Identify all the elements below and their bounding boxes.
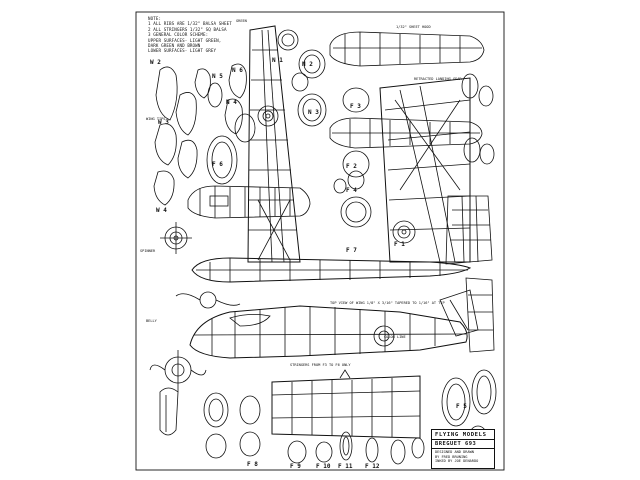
label-note-center: TOP VIEW OF WING 1/8" X 3/16" TAPERED TO… (330, 301, 445, 305)
label-color-line: COLOR LINE (384, 335, 406, 339)
magazine-title: FLYING MODELS (432, 430, 494, 440)
label-f12: F 12 (365, 463, 380, 470)
notes-line: UPPER SURFACES- LIGHT GREEN, (148, 37, 222, 43)
label-n2: N 2 (302, 61, 313, 68)
label-n6: N 6 (232, 67, 243, 74)
label-note-fuse: STRINGERS FROM F3 TO F6 ONLY (290, 363, 351, 367)
nacelle-top-view (329, 31, 485, 67)
title-block: FLYING MODELS BREGUET 693 DESIGNED AND D… (431, 429, 495, 469)
label-landing-gear: RETRACTED LANDING GEAR (414, 77, 462, 81)
notes-line: 1 ALL RIBS ARE 1/32" BALSA SHEET (148, 21, 232, 27)
stabilizer-top-view (271, 369, 421, 439)
credits: DESIGNED AND DRAWN BY FRED BRUNING INKED… (432, 449, 494, 465)
label-f4: F 4 (346, 187, 357, 194)
model-name: BREGUET 693 (432, 440, 494, 449)
credit-line: DESIGNED AND DRAWN (435, 450, 474, 454)
label-sheet-hood: 1/32" SHEET HOOD (396, 25, 431, 29)
label-f11: F 11 (338, 463, 353, 470)
propeller-left-upper (175, 291, 241, 309)
label-w2: W 2 (150, 59, 161, 66)
label-n5: N 5 (212, 73, 223, 80)
wing-top-view (247, 25, 301, 263)
label-f3: F 3 (350, 103, 361, 110)
label-f1: F 1 (394, 241, 405, 248)
label-f7: F 7 (346, 247, 357, 254)
label-f2: F 2 (346, 163, 357, 170)
label-f6: F 6 (212, 161, 223, 168)
label-n1: N 1 (272, 57, 283, 64)
tail-fin (445, 195, 493, 265)
label-wing-tips: WING TIPS (146, 117, 165, 121)
construction-notes: NOTE: 1 ALL RIBS ARE 1/32" BALSA SHEET 2… (148, 16, 232, 54)
credit-line: BY FRED BRUNING (435, 454, 468, 459)
notes-heading: NOTE: (148, 16, 162, 21)
nacelle-side-view (187, 185, 311, 219)
label-f10: F 10 (316, 463, 331, 470)
notes-line: 3 GENERAL COLOR SCHEME: (148, 32, 209, 38)
label-f5: F 5 (456, 403, 467, 410)
label-w3: W 3 (158, 119, 169, 126)
label-w4: W 4 (156, 207, 167, 214)
notes-line: LOWER SURFACES- LIGHT GREY (148, 48, 217, 54)
notes-line: DARK GREEN AND BROWN (148, 43, 201, 49)
label-f8: F 8 (247, 461, 258, 468)
label-n3: N 3 (308, 109, 319, 116)
propeller-left-lower (149, 350, 207, 392)
fuselage-top-view (191, 257, 472, 283)
label-belly: BELLY (146, 319, 158, 323)
wing-right-panel (379, 77, 471, 263)
left-rib-column (153, 63, 247, 206)
label-green: GREEN (236, 19, 247, 23)
credit-line: INKED BY JOE DENARDO (435, 459, 479, 464)
label-n4: N 4 (226, 99, 237, 106)
notes-line: 2 ALL STRINGERS 1/32" SQ BALSA (148, 26, 227, 32)
label-spinner: SPINNER (140, 249, 156, 253)
fuselage-side-view (189, 289, 479, 359)
nacelle-mid-view (329, 117, 483, 149)
label-f9: F 9 (290, 463, 301, 470)
